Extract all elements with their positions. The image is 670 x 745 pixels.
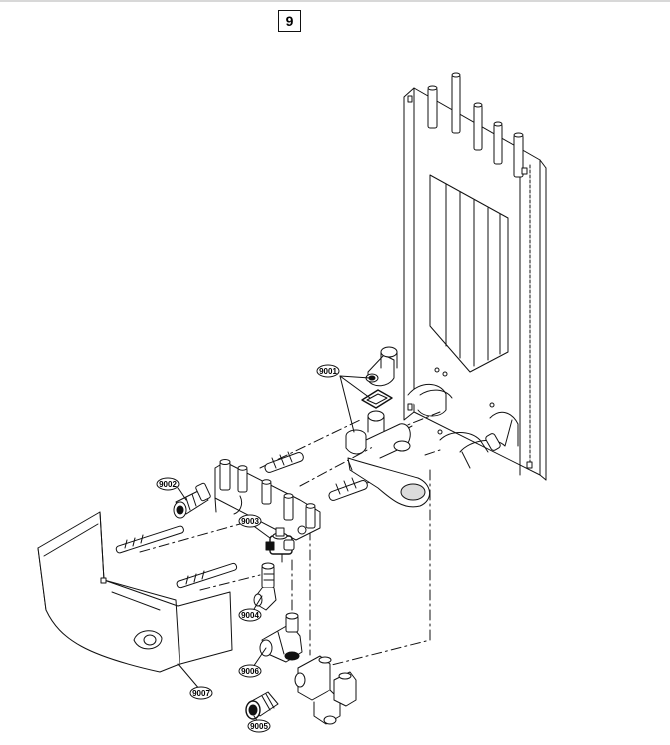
callout-label-9006: 9006 [241,667,259,676]
manifold-connector [345,410,430,508]
part-9004-elbow [253,562,277,611]
callout-9001: 9001 [316,364,340,378]
part-9002-fitting [173,482,211,519]
top-rule [0,0,670,2]
callout-label-9001: 9001 [319,367,337,376]
callout-9004: 9004 [238,608,262,622]
long-rods [115,525,238,589]
part-9006-valve [259,612,303,663]
part-9007-front-cover [37,511,233,673]
section-number: 9 [285,13,294,29]
callout-9007: 9007 [189,686,213,700]
top-tubes [427,72,524,178]
part-9003-valve [265,527,295,563]
callout-label-9004: 9004 [241,611,259,620]
callout-label-9002: 9002 [159,480,177,489]
bottom-fittings [294,655,357,725]
connecting-tubes [264,451,368,501]
heat-exchanger-frame [403,72,547,481]
callout-label-9003: 9003 [241,517,259,526]
callout-label-9007: 9007 [192,689,210,698]
callout-label-9005: 9005 [250,722,268,731]
valve-manifold [214,459,321,541]
callout-9006: 9006 [238,664,262,678]
callout-9003: 9003 [238,514,262,528]
part-9005-nipple [245,691,279,720]
part-9001-gasket [361,389,393,409]
callout-9005: 9005 [247,719,271,733]
section-number-box: 9 [278,10,301,32]
callout-9002: 9002 [156,477,180,491]
part-9001-elbow [365,346,398,387]
